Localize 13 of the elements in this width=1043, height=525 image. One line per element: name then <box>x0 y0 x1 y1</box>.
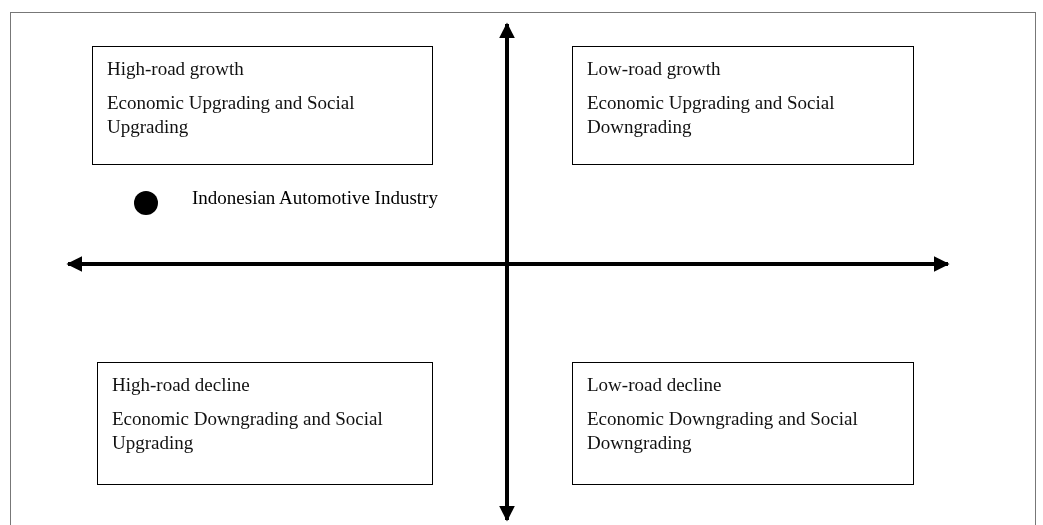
quadrant-description: Economic Upgrading and Social Upgrading <box>107 91 356 139</box>
quadrant-box <box>572 362 914 485</box>
quadrant-title: Low-road growth <box>587 57 722 81</box>
quadrant-title: Low-road decline <box>587 373 723 397</box>
quadrant-box <box>97 362 433 485</box>
quadrant-title: High-road decline <box>112 373 251 397</box>
marker-label: Indonesian Automotive Industry <box>192 186 439 210</box>
quadrant-title: High-road growth <box>107 57 245 81</box>
quadrant-box <box>572 46 914 165</box>
quadrant-description: Economic Upgrading and Social Downgrading <box>587 91 836 139</box>
quadrant-box <box>92 46 433 165</box>
quadrant-description: Economic Downgrading and Social Downgrading <box>587 407 859 455</box>
quadrant-description: Economic Downgrading and Social Upgrading <box>112 407 384 455</box>
